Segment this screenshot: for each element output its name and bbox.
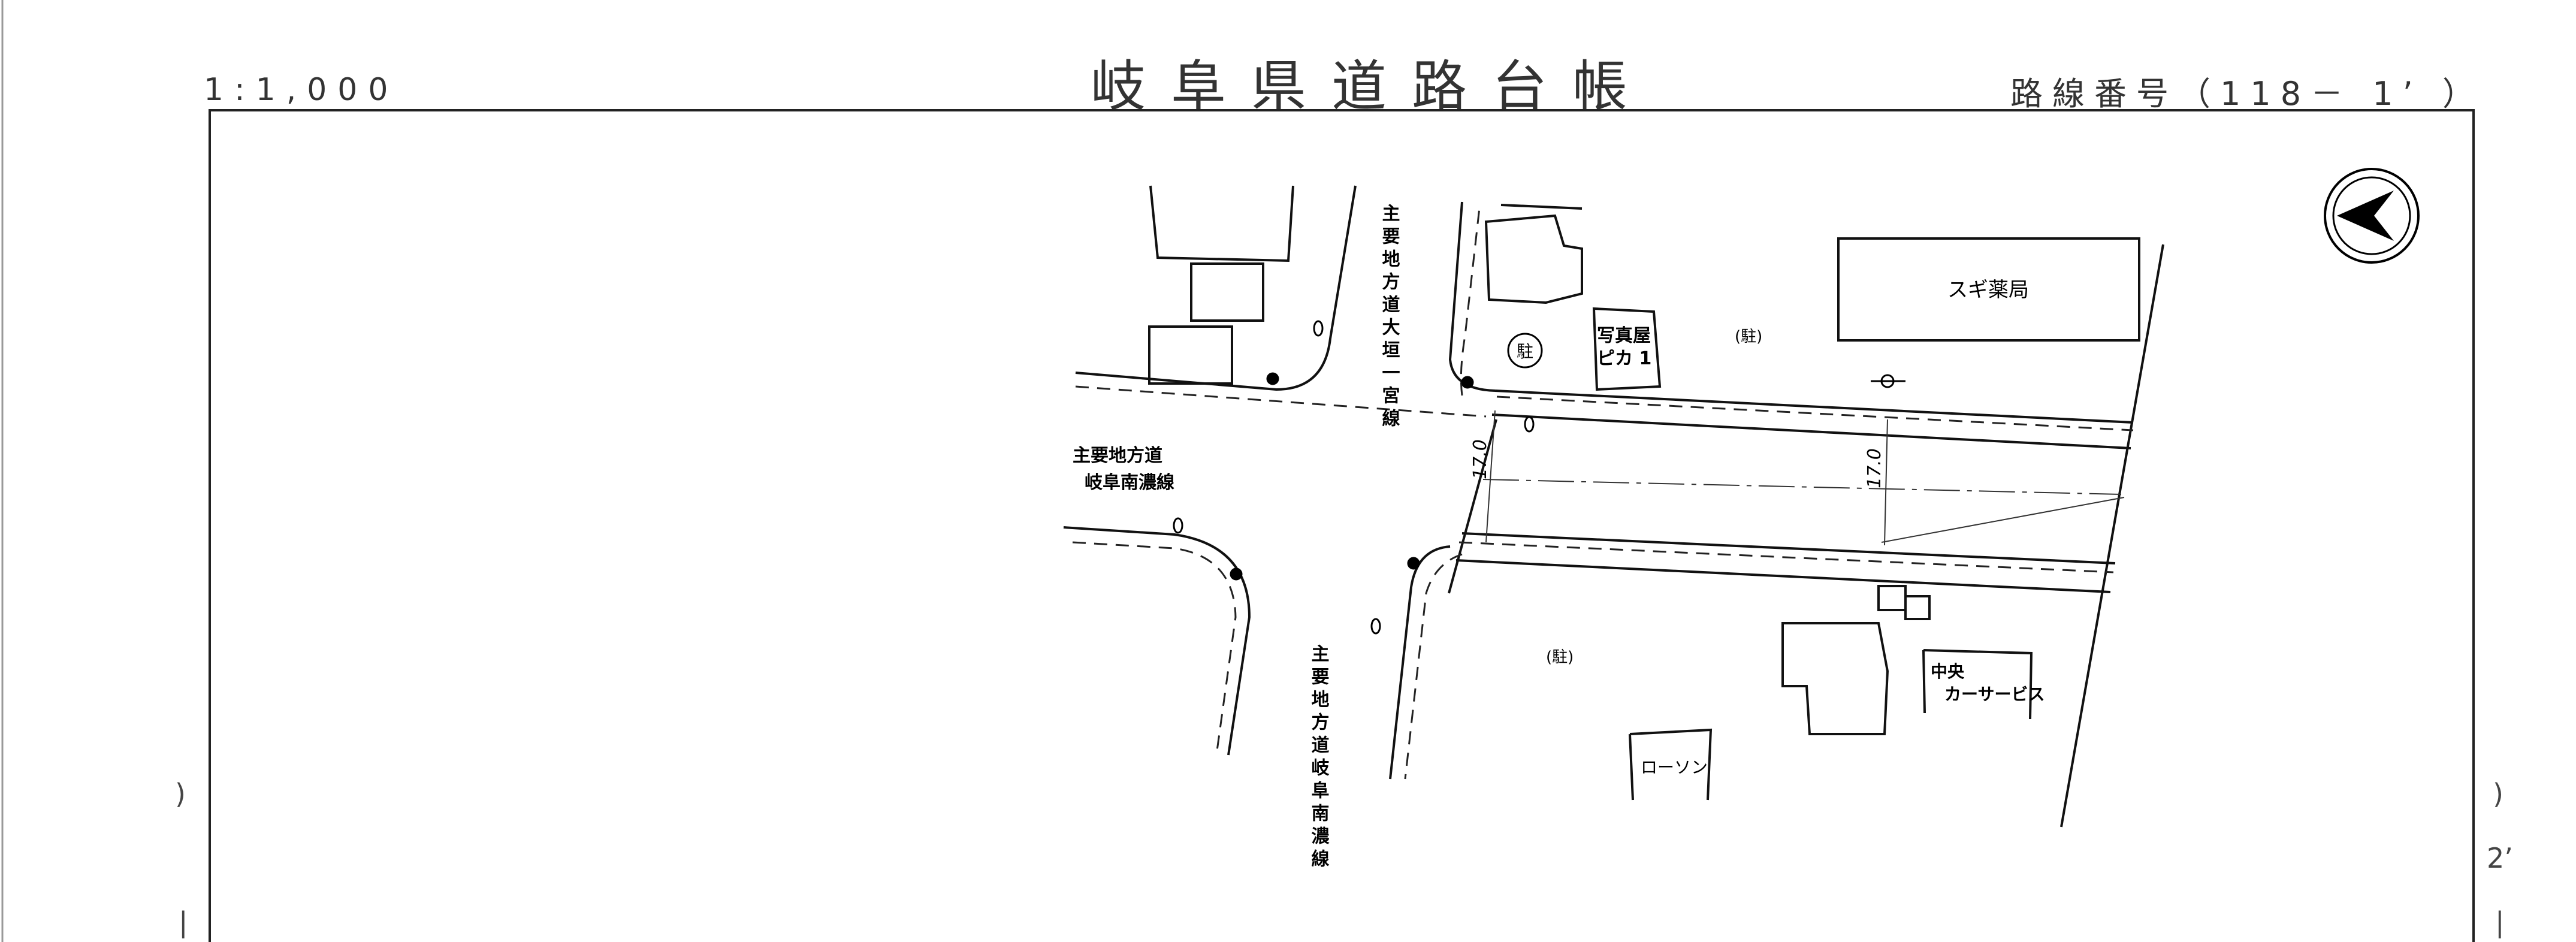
road-width-label-1: 17.0 <box>1470 439 1491 479</box>
chuo-label-1: 中央 <box>1931 662 1965 681</box>
road-width-label-2: 17.0 <box>1864 448 1885 488</box>
road-label-gifu-nanno-vertical: 主要地方道岐阜南濃線 <box>1308 644 1330 872</box>
road-edge-lines <box>1072 202 2134 780</box>
map-frame <box>209 109 2475 942</box>
left-margin-paren: ) <box>175 778 186 810</box>
road-network <box>1063 185 2164 828</box>
map-title: 岐阜県道路台帳 <box>1091 55 1653 119</box>
centerlines <box>1482 410 2125 546</box>
road-label-ogaki-ichinomiya: 主要地方道大垣一宮線 <box>1379 204 1400 431</box>
parking-symbol: 駐 <box>1517 342 1533 361</box>
map-scale: 1:1,000 <box>204 72 399 108</box>
chuo-label-2: カーサービス <box>1944 684 2045 704</box>
right-margin-dash: | <box>2495 906 2505 938</box>
road-label-gifu-nanno-2: 岐阜南濃線 <box>1085 472 1174 493</box>
north-arrow-icon <box>2324 168 2420 264</box>
photo-shop-label-2: ピカ 1 <box>1597 348 1651 369</box>
parking-label-2: (駐) <box>1546 648 1574 666</box>
right-margin-paren: ) <box>2493 778 2503 810</box>
sugi-pharmacy-label: スギ薬局 <box>1947 278 2029 302</box>
lawson-label: ローソン <box>1641 757 1708 777</box>
right-margin-suffix: 2’ <box>2487 842 2513 874</box>
left-margin-dash: | <box>179 906 188 938</box>
building-outlines <box>1148 185 2140 801</box>
parking-label-1: (駐) <box>1735 328 1762 346</box>
route-number: 路線番号（118－ 1’ ） <box>2010 75 2484 113</box>
utility-poles <box>1173 320 1905 635</box>
parking-circle-icon <box>1507 333 1543 369</box>
photo-shop-label-1: 写真屋 <box>1597 325 1651 346</box>
road-label-gifu-nanno-1: 主要地方道 <box>1073 445 1162 466</box>
